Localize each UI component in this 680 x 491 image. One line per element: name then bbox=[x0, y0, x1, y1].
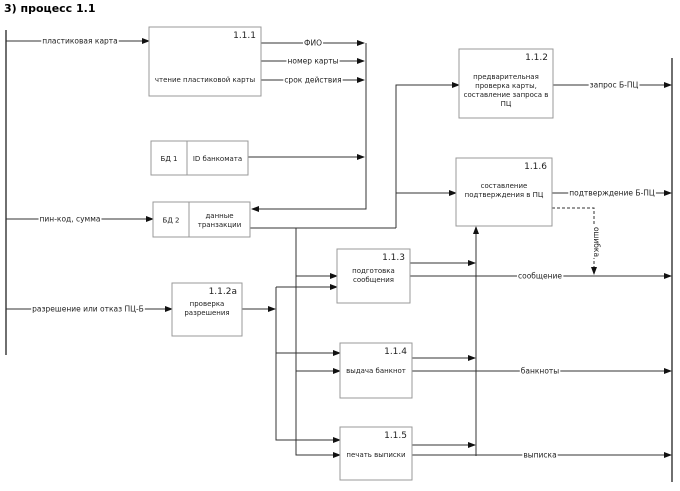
diagram-title: 3) процесс 1.1 bbox=[4, 2, 96, 15]
flow-label-request: запрос Б-ПЦ bbox=[590, 81, 639, 90]
process-box bbox=[455, 157, 553, 227]
process-number: 1.1.5 bbox=[384, 431, 407, 441]
process-number: 1.1.3 bbox=[382, 253, 405, 263]
process-label: подтверждения в ПЦ bbox=[465, 191, 544, 199]
process-box bbox=[148, 26, 262, 97]
process-label: чтение пластиковой карты bbox=[155, 76, 255, 84]
process-number: 1.1.4 bbox=[384, 347, 407, 357]
store-box bbox=[150, 140, 249, 176]
label-background bbox=[286, 56, 340, 66]
process-label: составление запроса в bbox=[464, 91, 549, 99]
process-number: 1.1.2 bbox=[525, 53, 548, 63]
label-background bbox=[31, 304, 145, 314]
store-box bbox=[152, 201, 251, 238]
process-label: выдача банкнот bbox=[346, 367, 406, 375]
flow-label-confirm: подтверждение Б-ПЦ bbox=[569, 189, 655, 198]
label-background bbox=[41, 36, 119, 46]
process-label: составление bbox=[481, 182, 528, 190]
flow-label-expiry: срок действия bbox=[284, 76, 341, 85]
flow-to-112 bbox=[395, 82, 460, 228]
label-background bbox=[588, 80, 640, 90]
label-background bbox=[283, 75, 343, 85]
label-background bbox=[303, 38, 324, 48]
process-box bbox=[339, 426, 413, 481]
process-box bbox=[171, 282, 243, 337]
process-label: проверка карты, bbox=[475, 82, 537, 90]
process-label: печать выписки bbox=[346, 451, 405, 459]
data-store-db1[interactable]: БД 1 ID банкомата bbox=[150, 140, 249, 176]
process-number: 1.1.2а bbox=[209, 287, 237, 297]
flow-error bbox=[552, 207, 597, 275]
label-background bbox=[517, 271, 564, 281]
process-number: 1.1.6 bbox=[524, 162, 547, 172]
label-background bbox=[519, 366, 561, 376]
flow-label-notes: банкноты bbox=[521, 367, 560, 376]
process-1-1-5[interactable]: 1.1.5 печать выписки bbox=[339, 426, 413, 481]
process-label: подготовка bbox=[352, 267, 395, 275]
process-label: проверка bbox=[190, 300, 225, 308]
process-box bbox=[339, 342, 413, 399]
label-background bbox=[592, 225, 601, 259]
store-id: БД 1 bbox=[161, 155, 178, 163]
label-background bbox=[38, 214, 102, 224]
process-1-1-1[interactable]: 1.1.1 чтение пластиковой карты bbox=[148, 26, 262, 97]
flow-112a-to-115 bbox=[275, 287, 341, 443]
process-1-1-4[interactable]: 1.1.4 выдача банкнот bbox=[339, 342, 413, 399]
process-box bbox=[336, 248, 411, 304]
flow-label-card-number: номер карты bbox=[287, 57, 338, 66]
flow-label-statement: выписка bbox=[523, 451, 556, 460]
process-label: ПЦ bbox=[501, 100, 512, 108]
process-label: предварительная bbox=[473, 73, 539, 81]
store-id: БД 2 bbox=[163, 217, 180, 225]
label-background bbox=[568, 188, 656, 198]
flow-label-card: пластиковая карта bbox=[42, 37, 118, 46]
store-label: ID банкомата bbox=[193, 155, 242, 163]
store-label: транзакции bbox=[198, 221, 242, 229]
process-number: 1.1.1 bbox=[233, 31, 256, 41]
label-background bbox=[522, 450, 558, 460]
flow-label-message: сообщение bbox=[518, 272, 562, 281]
process-label: сообщения bbox=[353, 276, 394, 284]
flow-db2-to-115 bbox=[295, 228, 341, 458]
flow-label-fio: ФИО bbox=[304, 39, 322, 48]
flow-label-error: ошибка bbox=[592, 227, 601, 257]
flow-to-db2 bbox=[251, 43, 367, 212]
process-label: разрешения bbox=[184, 309, 229, 317]
flow-label-pin: пин-код, сумма bbox=[40, 215, 101, 224]
process-box bbox=[458, 48, 554, 119]
store-label: данные bbox=[205, 212, 233, 220]
flow-label-auth: разрешение или отказ ПЦ-Б bbox=[32, 305, 144, 314]
